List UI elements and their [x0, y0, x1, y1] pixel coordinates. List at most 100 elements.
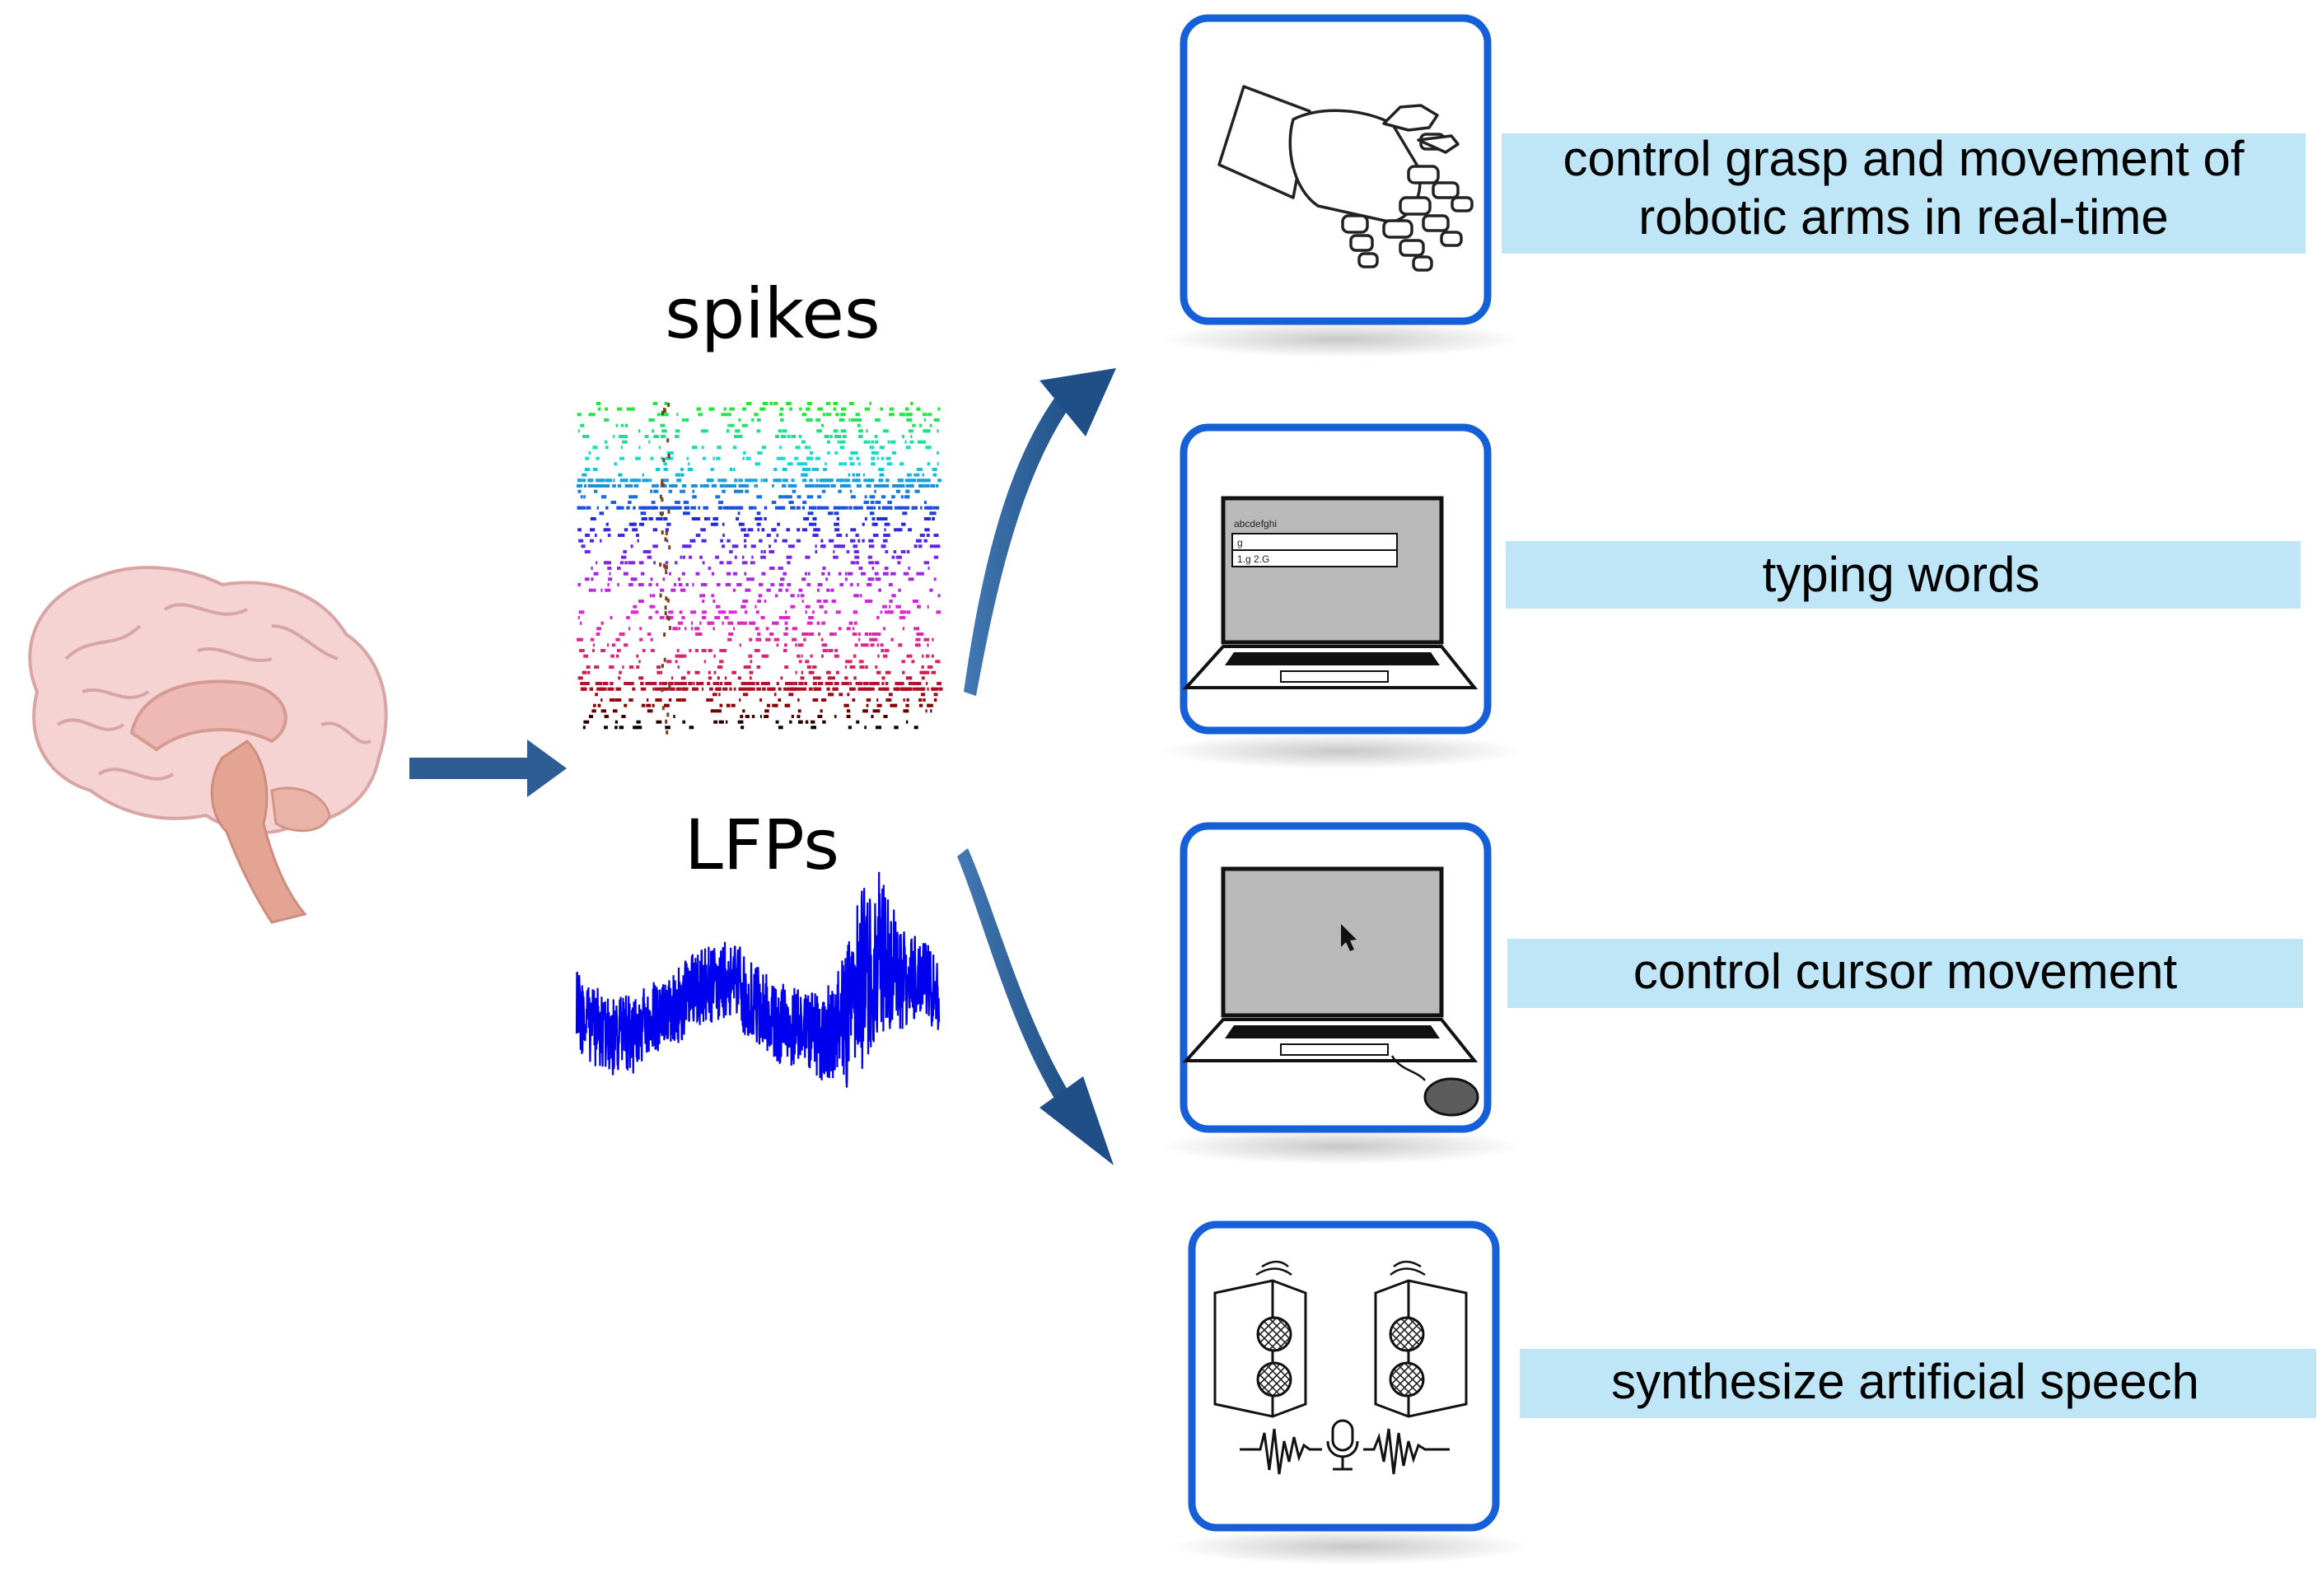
spike-mark: [871, 632, 876, 636]
spike-mark: [830, 588, 834, 592]
spike-mark: [912, 423, 916, 427]
spike-mark: [689, 649, 692, 652]
spike-mark: [664, 402, 668, 405]
spike-mark: [727, 423, 730, 427]
spike-mark: [761, 572, 766, 576]
spike-mark: [698, 506, 701, 510]
spike-mark: [797, 528, 801, 532]
spike-mark: [839, 478, 843, 483]
spike-mark: [712, 522, 718, 526]
spike-mark: [674, 583, 676, 586]
spike-mark: [929, 588, 933, 592]
spike-mark: [849, 682, 852, 685]
spike-mark: [853, 676, 857, 680]
spike-mark: [701, 446, 704, 450]
label-typing: typing words: [1506, 541, 2301, 609]
spike-mark: [731, 506, 735, 510]
spike-mark: [784, 665, 787, 669]
spike-mark: [932, 687, 939, 691]
spike-mark: [667, 453, 670, 458]
spike-mark: [619, 561, 624, 565]
spike-mark: [775, 594, 778, 598]
arrow-down-to-applications: [957, 848, 1114, 1165]
spike-mark: [809, 484, 813, 488]
spike-mark: [868, 583, 872, 586]
spike-mark: [855, 478, 860, 483]
spike-mark: [874, 572, 879, 576]
spike-mark: [716, 604, 721, 609]
spike-mark: [769, 567, 775, 570]
spike-mark: [865, 665, 868, 669]
spike-mark: [860, 572, 866, 576]
spike-mark: [650, 577, 653, 581]
spike-mark: [901, 660, 905, 664]
spike-mark: [708, 670, 711, 674]
spike-mark: [884, 687, 888, 691]
spike-mark: [689, 726, 694, 730]
spike-mark: [577, 583, 581, 586]
spike-mark: [877, 709, 881, 713]
spike-mark: [651, 682, 657, 685]
spike-mark: [811, 484, 815, 488]
spike-mark: [907, 506, 910, 510]
spike-mark: [594, 665, 600, 669]
spike-mark: [876, 698, 879, 702]
spike-mark: [836, 534, 843, 537]
spike-mark: [929, 544, 936, 548]
spike-mark: [815, 528, 820, 532]
spike-mark: [757, 528, 759, 532]
spike-mark: [834, 511, 839, 516]
spike-mark: [896, 489, 900, 493]
spike-mark: [618, 567, 621, 570]
spike-mark: [792, 489, 797, 493]
spike-mark: [701, 539, 707, 543]
spike-mark: [850, 528, 857, 532]
spike-mark: [814, 522, 817, 526]
spike-mark: [935, 660, 940, 664]
spike-mark: [638, 478, 642, 483]
spike-mark: [927, 413, 932, 417]
spike-mark: [584, 468, 591, 471]
spike-mark: [892, 703, 896, 707]
spike-mark: [628, 627, 631, 631]
spike-mark: [791, 715, 794, 718]
spike-mark: [932, 637, 934, 642]
spike-mark: [642, 649, 646, 652]
spike-mark: [782, 484, 787, 488]
spike-mark: [665, 561, 669, 565]
spike-mark: [749, 637, 752, 642]
spike-mark: [717, 676, 720, 680]
spike-mark: [722, 506, 726, 510]
spike-mark: [937, 407, 941, 411]
spike-mark: [844, 572, 847, 576]
spike-mark: [776, 643, 779, 647]
spike-mark: [615, 637, 620, 642]
spike-mark: [815, 676, 821, 680]
spike-mark: [778, 413, 783, 417]
spike-mark: [668, 451, 674, 455]
spike-mark: [615, 687, 618, 691]
spike-mark: [778, 687, 782, 691]
spike-mark: [823, 468, 827, 471]
spike-mark: [597, 407, 601, 411]
spike-mark: [712, 627, 715, 631]
spike-mark: [578, 539, 584, 543]
spike-mark: [738, 478, 741, 483]
spike-mark: [638, 561, 644, 565]
spike-mark: [676, 506, 682, 510]
spike-mark: [885, 670, 891, 674]
spike-mark: [712, 478, 714, 483]
spike-mark: [824, 435, 829, 438]
spike-mark: [653, 435, 659, 438]
spike-mark: [786, 665, 788, 669]
spike-mark: [902, 670, 905, 674]
spike-mark: [800, 594, 805, 598]
spike-mark: [756, 495, 762, 499]
spike-mark: [719, 682, 723, 685]
spike-mark: [746, 577, 752, 581]
spike-mark: [784, 703, 791, 707]
spike-mark: [731, 703, 736, 707]
spike-mark: [633, 726, 638, 730]
spike-mark: [880, 407, 884, 411]
spike-mark: [640, 682, 644, 685]
